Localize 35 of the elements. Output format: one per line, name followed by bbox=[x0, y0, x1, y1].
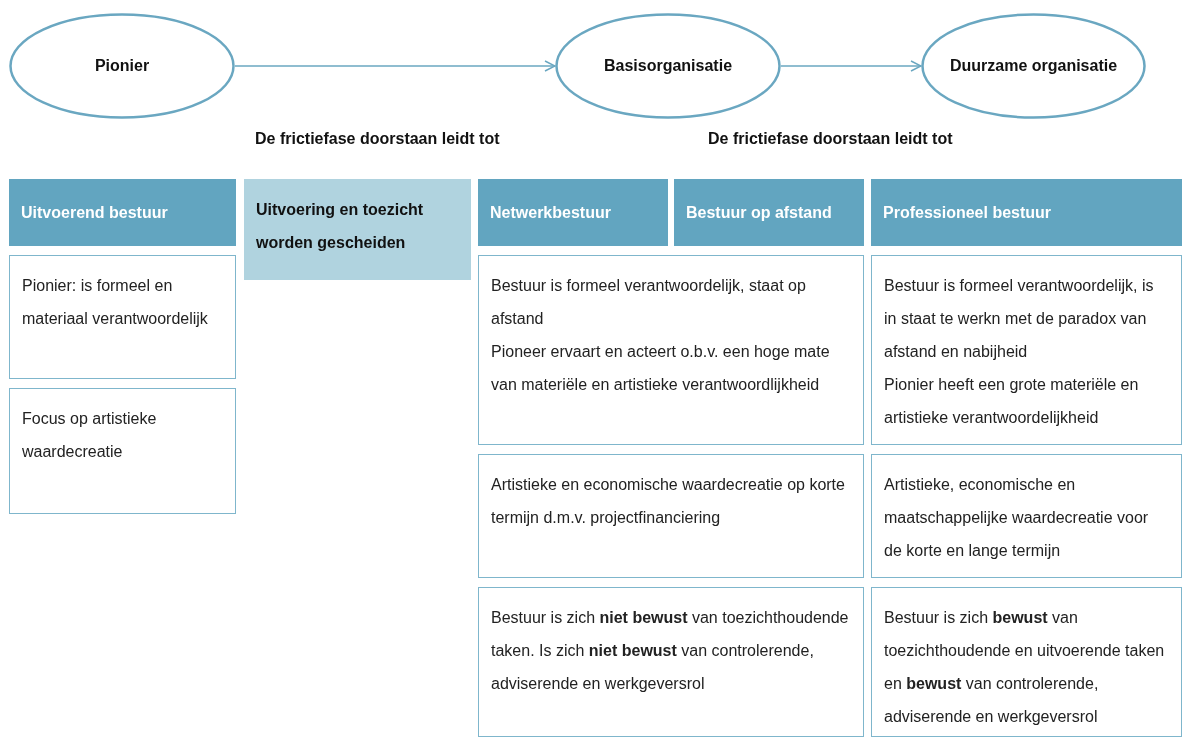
column-heading: Uitvoerend bestuur bbox=[21, 203, 169, 222]
column-heading: Bestuur op afstand bbox=[686, 203, 833, 222]
column-heading: Professioneel bestuur bbox=[883, 203, 1053, 222]
body-text: Artistieke en economische waardecreatie op korte termijn d.m.v. projectfinanciering bbox=[491, 475, 846, 528]
text-box bbox=[9, 255, 236, 379]
text-box bbox=[871, 587, 1182, 737]
header-bar bbox=[871, 179, 1182, 246]
header-bar bbox=[244, 179, 471, 280]
arrow bbox=[780, 60, 922, 72]
column-heading: Netwerkbestuur bbox=[490, 203, 612, 222]
text-box bbox=[871, 454, 1182, 578]
body-text: Bestuur is zich niet bewust van toezichthoudende taken. Is zich niet bewust van controlerende, adviserende en werkgeversrol bbox=[491, 608, 850, 694]
header-bar bbox=[478, 179, 668, 246]
stage-label: Duurzame organisatie bbox=[948, 57, 1119, 75]
text-box bbox=[478, 587, 864, 737]
body-text: Bestuur is zich bewust van toezichthoudende en uitvoerende taken en bewust van controlerende, adviserende en werkgeversrol bbox=[884, 608, 1166, 727]
header-bar bbox=[9, 179, 236, 246]
transition-label: De frictiefase doorstaan leidt tot bbox=[708, 130, 953, 148]
arrow bbox=[234, 60, 556, 72]
body-text: Pionier: is formeel en materiaal verantwoordelijk bbox=[22, 276, 209, 329]
column-heading: Uitvoering en toezicht worden gescheiden bbox=[256, 200, 425, 253]
body-text: Bestuur is formeel verantwoordelijk, staat op afstand bbox=[491, 276, 807, 329]
stage-label: Pionier bbox=[93, 57, 151, 75]
body-text: Bestuur is formeel verantwoordelijk, is in staat te werkn met de paradox van afstand en nabijheid bbox=[884, 276, 1155, 362]
stage-label: Basisorganisatie bbox=[602, 57, 734, 75]
text-box bbox=[478, 255, 864, 445]
body-text: Pioneer ervaart en acteert o.b.v. een hoge mate van materiële en artistieke verantwoordlijkheid bbox=[491, 342, 831, 395]
text-box bbox=[9, 388, 236, 514]
header-bar bbox=[674, 179, 864, 246]
text-box bbox=[478, 454, 864, 578]
body-text: Pionier heeft een grote materiële en artistieke verantwoordelijkheid bbox=[884, 375, 1140, 428]
text-box bbox=[871, 255, 1182, 445]
body-text: Focus op artistieke waardecreatie bbox=[22, 409, 158, 462]
transition-label: De frictiefase doorstaan leidt tot bbox=[255, 130, 500, 148]
body-text: Artistieke, economische en maatschappelijke waardecreatie voor de korte en lange termijn bbox=[884, 475, 1150, 561]
